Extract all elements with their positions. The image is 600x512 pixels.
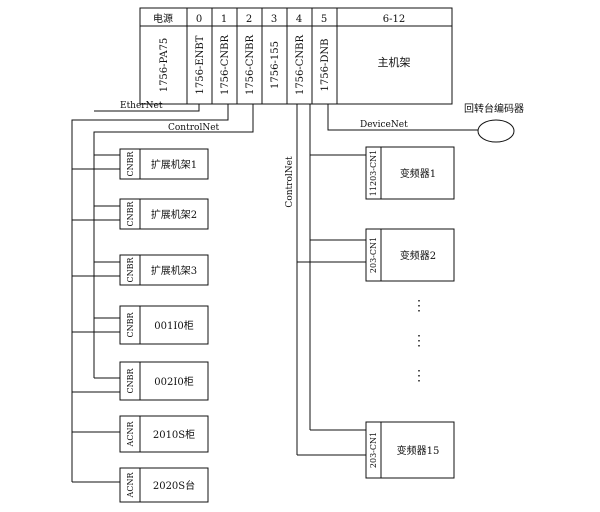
node-label: 变频器2 xyxy=(400,249,436,262)
rack-module-label: 1756-155 xyxy=(270,41,281,89)
node-tag: CNBR xyxy=(126,368,135,394)
ellipsis-mark: ⋮ xyxy=(412,368,426,384)
rack-module-label: 1756-CNBR xyxy=(220,34,231,95)
left-node-6: ACNR 2010S柜 xyxy=(119,415,209,453)
node-label: 001I0柜 xyxy=(154,319,193,332)
right-node-2: 203-CN1 变频器2 xyxy=(365,228,455,282)
rack-module-label: 1756-ENBT xyxy=(195,35,206,94)
right-node-3: 203-CN1 变频器15 xyxy=(365,421,455,479)
node-label: 变频器15 xyxy=(397,444,440,457)
right-node-1: 11203-CN1 变频器1 xyxy=(365,146,455,200)
node-label: 扩展机架3 xyxy=(151,264,197,277)
rack-header-slot: 1 xyxy=(221,14,227,25)
rack-module-label: 1756-CNBR xyxy=(295,34,306,95)
node-label: 变频器1 xyxy=(400,167,436,180)
network-lines xyxy=(71,104,478,483)
rack-header-slot: 4 xyxy=(296,14,302,25)
node-tag: CNBR xyxy=(126,257,135,283)
node-tag: CNBR xyxy=(126,201,135,227)
rack-module-label: 1756-CNBR xyxy=(245,34,256,95)
node-label: 2010S柜 xyxy=(153,428,195,441)
node-tag: CNBR xyxy=(126,312,135,338)
rack-header-slot: 3 xyxy=(271,14,277,25)
devicenet-line xyxy=(327,104,478,131)
ethernet-line xyxy=(94,104,200,112)
controlnet-label: ControlNet xyxy=(168,123,220,133)
left-node-5: CNBR 002I0柜 xyxy=(119,361,209,401)
encoder-label: 回转台编码器 xyxy=(464,102,524,115)
node-tag: 11203-CN1 xyxy=(369,150,378,196)
left-node-3: CNBR 扩展机架3 xyxy=(119,254,209,286)
rack-header-power: 电源 xyxy=(153,12,173,25)
controlnet-label: ControlNet xyxy=(285,156,295,208)
encoder-node xyxy=(477,119,515,143)
main-rack: 电源 0 1 2 3 4 5 6-12 1756-PA75 1756-ENBT … xyxy=(139,7,453,105)
ellipsis-mark: ⋮ xyxy=(412,333,426,349)
node-label: 扩展机架2 xyxy=(151,208,197,221)
ethernet-label: EtherNet xyxy=(120,101,163,111)
node-label: 002I0柜 xyxy=(154,375,193,388)
rack-header-slot: 5 xyxy=(321,14,327,25)
main-rack-label: 主机架 xyxy=(378,55,411,69)
left-node-1: CNBR 扩展机架1 xyxy=(119,148,209,180)
node-tag: ACNR xyxy=(126,421,135,448)
node-tag: 203-CN1 xyxy=(369,432,378,468)
left-node-4: CNBR 001I0柜 xyxy=(119,305,209,345)
left-node-2: CNBR 扩展机架2 xyxy=(119,198,209,230)
node-tag: ACNR xyxy=(126,472,135,499)
ellipsis-mark: ⋮ xyxy=(412,298,426,314)
main-rack-frame xyxy=(139,7,453,105)
controlnet-left-trunk xyxy=(71,104,229,482)
rack-header-slot: 6-12 xyxy=(383,14,405,25)
node-tag: CNBR xyxy=(126,151,135,177)
node-label: 扩展机架1 xyxy=(151,158,197,171)
node-tag: 203-CN1 xyxy=(369,237,378,273)
rack-module-label: 1756-DNB xyxy=(320,39,331,92)
rack-header-slot: 0 xyxy=(196,14,202,25)
devicenet-label: DeviceNet xyxy=(360,120,408,130)
node-label: 2020S台 xyxy=(153,479,195,492)
rack-header-slot: 2 xyxy=(246,14,252,25)
left-node-7: ACNR 2020S台 xyxy=(119,467,209,503)
rack-module-label: 1756-PA75 xyxy=(159,38,170,93)
controlnet-left-inner-trunk xyxy=(93,104,254,378)
